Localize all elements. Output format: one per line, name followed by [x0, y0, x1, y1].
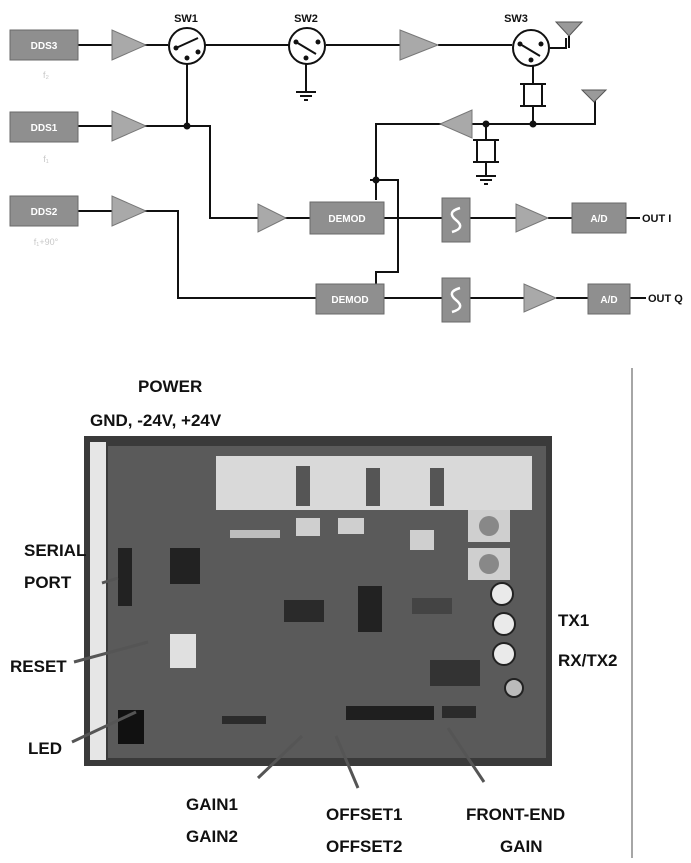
dds1-block: DDS1 f₁	[9, 111, 79, 164]
antenna-rx	[580, 89, 608, 103]
junction-sw3	[529, 120, 537, 128]
filter-q	[441, 277, 471, 323]
rxtx2-label: RX/TX2	[558, 651, 618, 670]
regulator-3	[430, 468, 444, 506]
sw3-label: SW3	[504, 13, 528, 25]
cap-3	[410, 530, 434, 550]
dds2-label: DDS2	[31, 207, 58, 218]
serial-label: SERIAL	[24, 541, 86, 560]
offset1-label: OFFSET1	[326, 805, 403, 824]
sw2-label: SW2	[294, 13, 318, 25]
gain1-label: GAIN1	[186, 795, 238, 814]
led-label: LED	[28, 739, 62, 758]
demod-i: DEMOD	[309, 201, 385, 235]
offset2-label: OFFSET2	[326, 837, 403, 856]
junction-lo	[372, 176, 380, 184]
side-panel	[90, 442, 106, 760]
ic-1	[170, 548, 200, 584]
crystal-return	[473, 139, 499, 163]
frontend-label: FRONT-END	[466, 805, 565, 824]
frontend-pointer	[446, 727, 486, 783]
led-pointer	[71, 710, 137, 744]
ic-6	[442, 706, 476, 718]
amp-dds3	[111, 29, 148, 61]
dds2-freq: f₁+90°	[34, 237, 59, 247]
tx1-label: TX1	[558, 611, 589, 630]
adc-i-label: A/D	[590, 214, 607, 225]
gain-pointer	[256, 734, 304, 780]
gain-label: GAIN	[500, 837, 543, 856]
amp-dds2	[111, 195, 148, 227]
pointers	[71, 576, 486, 789]
out-i-label: OUT I	[642, 213, 671, 225]
port-label: PORT	[24, 573, 72, 592]
dds1-label: DDS1	[31, 123, 58, 134]
junction-crystal	[482, 120, 490, 128]
cap-2	[338, 518, 364, 534]
out-q-label: OUT Q	[648, 293, 683, 305]
rxtx2-connector	[492, 612, 516, 636]
sw2: SW2	[288, 13, 326, 65]
dds3-freq: f₂	[43, 70, 50, 80]
ground-crystal	[476, 162, 496, 185]
dds3-block: DDS3 f₂	[9, 29, 79, 80]
sw1: SW1	[168, 13, 206, 65]
dds1-freq: f₁	[43, 154, 49, 164]
serial-pointer	[101, 576, 119, 585]
sw3: SW3	[504, 13, 550, 67]
board-photo-section: POWER GND, -24V, +24V SERIAL PORT RESET …	[10, 368, 633, 858]
reset-label: RESET	[10, 657, 67, 676]
cap-1	[296, 518, 320, 536]
resistor-row	[230, 530, 280, 538]
demod-q-label: DEMOD	[331, 295, 368, 306]
amp-demod-in	[257, 203, 288, 233]
ground-sw2	[296, 91, 316, 101]
amp-tx	[399, 29, 440, 61]
resistor-array	[222, 716, 266, 724]
dds3-label: DDS3	[31, 41, 58, 52]
amp-out-q	[523, 283, 558, 313]
header-connector	[346, 706, 434, 720]
wiring	[78, 38, 646, 299]
ic-2	[358, 586, 382, 632]
amp-out-i	[515, 203, 550, 233]
block-diagram: DDS3 f₂ DDS1 f₁ DDS2 f₁+90° SW1	[9, 13, 683, 323]
filter-i	[441, 197, 471, 243]
antenna-tx	[554, 21, 584, 48]
power-rails-label: GND, -24V, +24V	[90, 411, 222, 430]
reset-button-part	[170, 634, 196, 668]
trimmer-2-knob	[479, 554, 499, 574]
adc-i: A/D	[571, 202, 627, 234]
dds2-block: DDS2 f₁+90°	[9, 195, 79, 247]
power-label: POWER	[138, 377, 202, 396]
connector-3	[492, 642, 516, 666]
crystal-sw3	[520, 83, 546, 107]
offset-pointer	[334, 735, 360, 789]
adc-q: A/D	[587, 283, 631, 315]
regulator-1	[296, 466, 310, 506]
ic-5	[430, 660, 480, 686]
regulator-2	[366, 468, 380, 506]
serial-connector	[118, 548, 132, 606]
ic-4	[412, 598, 452, 614]
adc-q-label: A/D	[600, 295, 617, 306]
amp-rx	[438, 109, 473, 139]
gain2-label: GAIN2	[186, 827, 238, 846]
tx1-connector	[490, 582, 514, 606]
junction-dds1	[183, 122, 191, 130]
reset-pointer	[73, 640, 149, 664]
demod-i-label: DEMOD	[328, 214, 365, 225]
demod-q: DEMOD	[315, 283, 385, 315]
capacitor	[504, 678, 524, 698]
ic-3	[284, 600, 324, 622]
trimmer-1-knob	[479, 516, 499, 536]
amp-dds1	[111, 110, 148, 142]
sw1-label: SW1	[174, 13, 198, 25]
